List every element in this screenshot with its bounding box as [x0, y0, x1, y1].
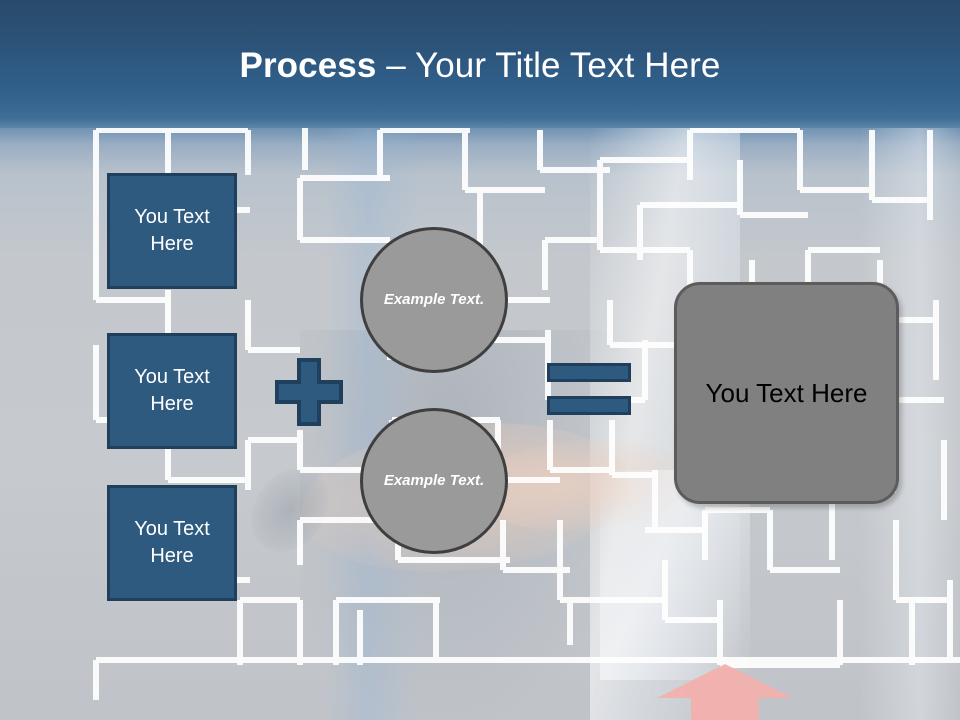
input-box-3[interactable]: You Text Here: [107, 485, 237, 601]
plus-icon: [275, 358, 343, 426]
factor-circle-1-label: Example Text.: [383, 291, 485, 309]
result-box-label: You Text Here: [705, 377, 868, 408]
slide-header-band: [0, 0, 960, 128]
equals-icon: [547, 363, 631, 415]
input-box-2[interactable]: You Text Here: [107, 333, 237, 449]
input-box-2-label: You Text Here: [134, 366, 210, 415]
result-box[interactable]: You Text Here: [674, 282, 899, 504]
input-box-1-label: You Text Here: [134, 206, 210, 255]
background-shirt-cuff: [600, 470, 750, 680]
factor-circle-2-label: Example Text.: [383, 472, 485, 490]
up-arrow-icon: [657, 664, 793, 720]
factor-circle-1[interactable]: Example Text.: [360, 227, 508, 373]
page-title-strong: Process: [239, 46, 377, 85]
page-title-rest: – Your Title Text Here: [376, 46, 721, 85]
equals-bar-bottom: [547, 396, 631, 415]
page-title: Process – Your Title Text Here: [0, 46, 960, 86]
equals-bar-top: [547, 363, 631, 382]
input-box-1[interactable]: You Text Here: [107, 173, 237, 289]
factor-circle-2[interactable]: Example Text.: [360, 408, 508, 554]
input-box-3-label: You Text Here: [134, 518, 210, 567]
